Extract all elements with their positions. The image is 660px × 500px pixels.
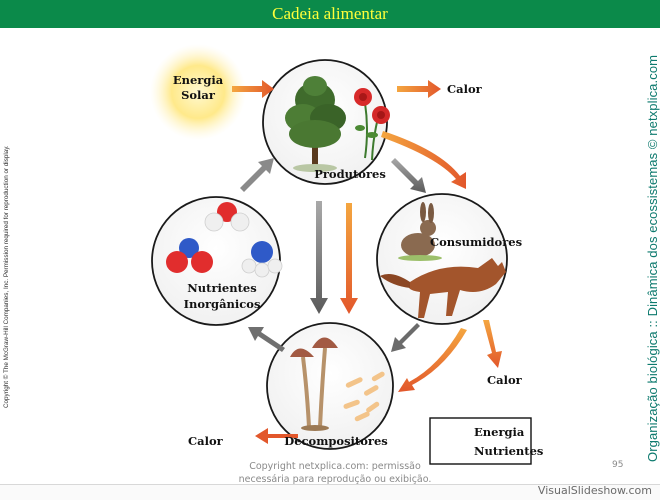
food-chain-diagram: Energia Solar Produtores Consumidores Nu… <box>150 44 543 465</box>
nutrients-label-line1: Nutrientes <box>187 281 256 295</box>
energy-arrow-consumers-decomposers <box>398 328 467 392</box>
consumers-circle <box>376 193 508 325</box>
decomposers-label: Decompositores <box>284 434 388 448</box>
footer-copyright-line1: Copyright netxplica.com: permissão <box>249 461 421 472</box>
nutrient-arrow-decomposers-nutrients <box>248 327 285 352</box>
water-molecule-icon <box>204 202 250 232</box>
energy-label-line1: Energia <box>173 73 224 87</box>
mushroom-icon <box>290 337 338 431</box>
footer-bar <box>0 484 660 500</box>
energy-label-line2: Solar <box>181 88 216 102</box>
nutrient-arrow-consumers-decomposers <box>391 323 420 352</box>
watermark[interactable]: VisualSlideshow.com <box>537 484 652 497</box>
nitrogen-oxide-molecule-icon <box>166 238 213 273</box>
legend-energy-label: Energia <box>474 425 525 439</box>
sun-icon <box>150 44 246 140</box>
heat-label-top: Calor <box>447 82 483 96</box>
page-title: Cadeia alimentar <box>272 4 388 23</box>
nutrient-arrow-producers-decomposers <box>310 201 328 314</box>
ammonia-molecule-icon <box>241 241 283 278</box>
legend-nutrients-label: Nutrientes <box>474 444 543 458</box>
page-number: 95 <box>612 460 624 470</box>
rabbit-icon <box>398 202 442 261</box>
energy-arrow-heat-top <box>397 80 441 98</box>
footer-copyright: Copyright netxplica.com: permissão neces… <box>230 460 440 486</box>
nutrients-label-line2: Inorgânicos <box>184 297 261 311</box>
footer-copyright-line2: necessária para reprodução ou exibição. <box>238 474 432 485</box>
energy-arrow-producers-decomposers <box>340 203 358 314</box>
legend-box <box>429 417 532 465</box>
fox-icon <box>380 258 506 318</box>
tree-icon <box>285 76 346 172</box>
bacteria-icon <box>343 371 385 422</box>
heat-label-bottom: Calor <box>188 434 224 448</box>
energy-arrow-heat-bottom <box>255 428 298 444</box>
rose-icon <box>354 88 390 161</box>
consumers-label: Consumidores <box>430 235 522 249</box>
nutrient-arrow-nutrients-producers <box>240 158 274 192</box>
heat-label-right: Calor <box>487 373 523 387</box>
energy-arrow-sun-producers <box>232 80 274 98</box>
nutrient-arrow-producers-consumers <box>391 158 426 193</box>
energy-arrow-producers-consumers <box>381 131 466 189</box>
energy-arrow-heat-right <box>483 320 502 368</box>
producers-label: Produtores <box>314 167 386 181</box>
title-bar: Cadeia alimentar <box>0 0 660 28</box>
